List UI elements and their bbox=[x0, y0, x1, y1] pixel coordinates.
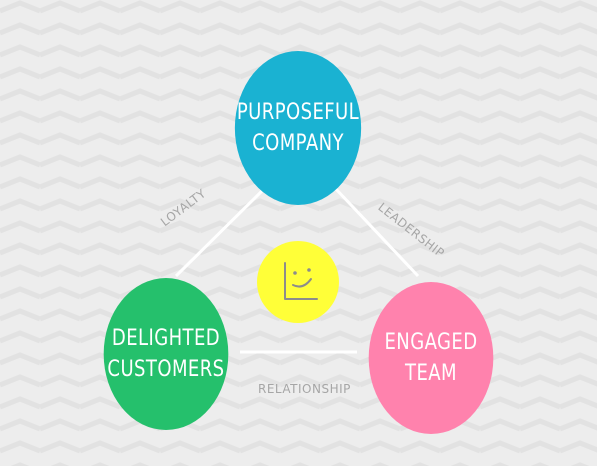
node-delighted-customers: DELIGHTED CUSTOMERS bbox=[103, 278, 229, 430]
node-right-line2: TEAM bbox=[405, 361, 457, 386]
node-engaged-team: ENGAGED TEAM bbox=[368, 282, 494, 434]
center-node bbox=[257, 241, 339, 323]
connector-top-right bbox=[333, 186, 420, 278]
smiley-chart-icon bbox=[284, 262, 318, 300]
node-top-line2: COMPANY bbox=[252, 131, 344, 156]
node-purposeful-company: PURPOSEFUL COMPANY bbox=[234, 51, 362, 205]
node-top-line1: PURPOSEFUL bbox=[236, 100, 360, 125]
node-left-line1: DELIGHTED bbox=[111, 326, 221, 351]
node-left-line2: CUSTOMERS bbox=[107, 357, 225, 382]
connector-top-left bbox=[174, 186, 267, 278]
node-right-line1: ENGAGED bbox=[384, 330, 478, 355]
edge-label-relationship: RELATIONSHIP bbox=[258, 382, 351, 396]
